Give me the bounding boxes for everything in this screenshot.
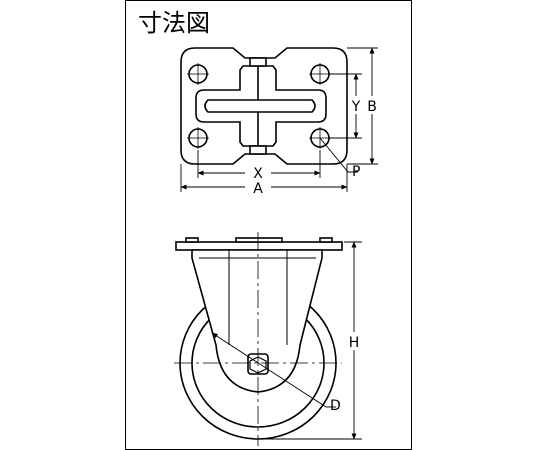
stud-bottom bbox=[249, 145, 267, 155]
label-p: P bbox=[352, 164, 360, 180]
mounting-plate-outline bbox=[180, 47, 348, 165]
side-top-plate bbox=[175, 241, 343, 251]
p-leader bbox=[319, 137, 358, 173]
cross-recess bbox=[195, 65, 327, 147]
label-y: Y bbox=[351, 99, 361, 115]
top-plate-view bbox=[180, 47, 348, 165]
hole-center-marks bbox=[187, 63, 331, 149]
center-slot bbox=[204, 99, 316, 113]
page-title: 寸法図 bbox=[138, 9, 210, 37]
dim-d-line bbox=[211, 332, 327, 408]
label-d: D bbox=[330, 398, 341, 414]
side-view bbox=[175, 237, 343, 440]
label-h: H bbox=[349, 335, 360, 351]
label-b: B bbox=[367, 99, 377, 115]
label-a: A bbox=[253, 181, 263, 197]
label-x: X bbox=[253, 166, 263, 182]
stud-top bbox=[249, 57, 267, 67]
side-center-lines bbox=[174, 232, 342, 446]
